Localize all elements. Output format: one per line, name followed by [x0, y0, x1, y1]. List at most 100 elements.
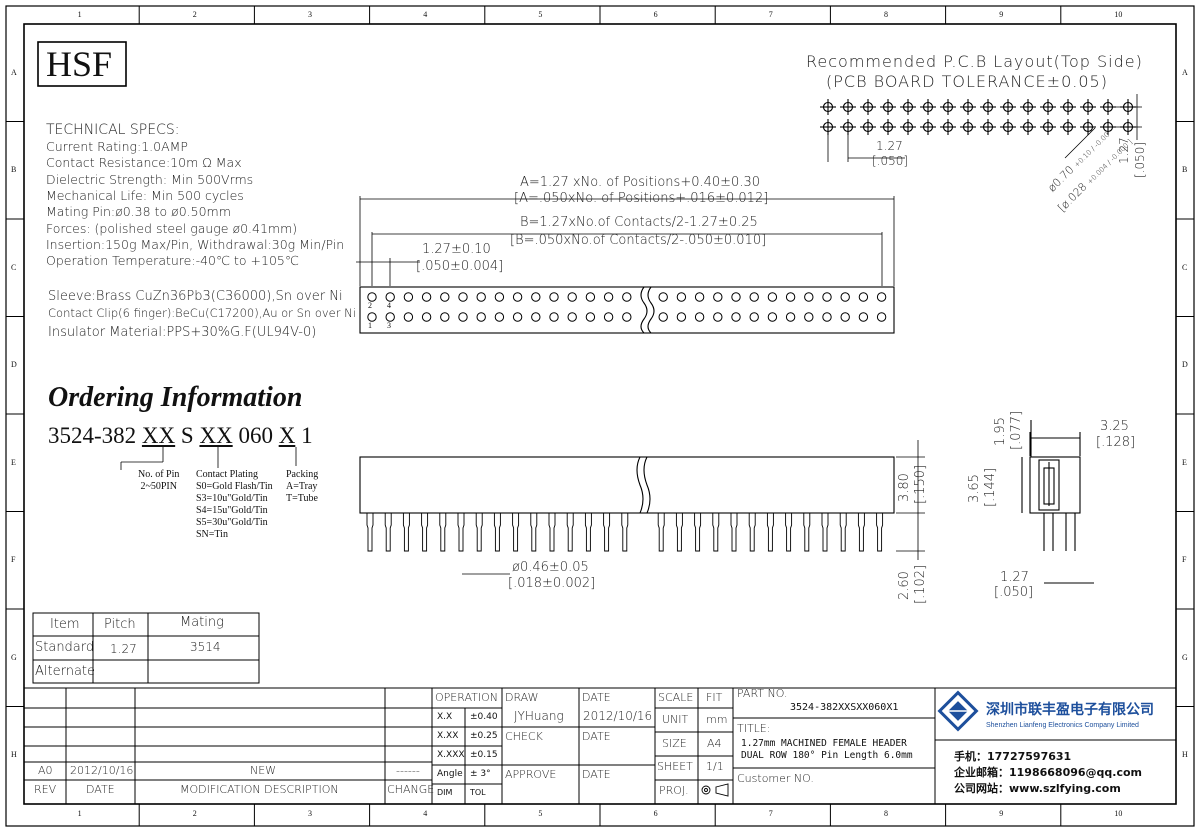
border-row-label: A: [11, 67, 17, 77]
border-col-label: 9: [999, 10, 1004, 19]
rev-a0: A0: [38, 764, 53, 777]
top-view-holes: [367, 292, 887, 322]
top-view-hole: [713, 312, 723, 322]
border-col-label: 8: [884, 10, 888, 19]
top-view-hole: [876, 312, 887, 322]
mating-row-standard-mating: 3514: [190, 640, 221, 654]
border-row-label: C: [1182, 262, 1188, 272]
border-col-label: 10: [1114, 10, 1123, 19]
top-view-hole: [458, 312, 468, 322]
dim-pitch: 1.27±0.10: [422, 242, 491, 257]
border-col-label: 2: [192, 10, 197, 19]
side-view-pin: [475, 513, 483, 552]
pcb-pitch-in: [.050]: [872, 154, 909, 168]
border-col-label: 7: [768, 10, 773, 19]
unit-label: UNIT: [662, 713, 689, 726]
mating-header-pitch: Pitch: [104, 617, 136, 632]
pcb-row-pitch-in: [.050]: [1133, 141, 1147, 178]
top-view-hole: [858, 292, 869, 302]
company-email: 企业邮箱：1198668096@qq.com: [954, 766, 1143, 779]
pcb-subtitle: (PCB BOARD TOLERANCE±0.05): [826, 72, 1108, 91]
rev-header-desc: MODIFICATION DESCRIPTION: [180, 783, 339, 796]
side-view-pin: [657, 513, 665, 552]
pin-num-4: 4: [387, 301, 391, 310]
dim-325: 3.25: [1100, 419, 1129, 434]
title-line-2: DUAL ROW 180° Pin Length 6.0mm: [741, 750, 913, 761]
part-no-value: 3524-382XXSXX060X1: [790, 702, 899, 713]
top-view-hole: [749, 292, 759, 302]
side-view-pin: [457, 513, 465, 552]
top-view-hole: [622, 292, 632, 302]
mating-header-item: Item: [50, 617, 80, 632]
customer-no-label: Customer NO.: [737, 772, 814, 785]
top-view-hole: [713, 292, 723, 302]
border-col-label: 5: [538, 10, 543, 19]
top-view-hole: [767, 312, 778, 322]
top-view-hole: [694, 312, 705, 322]
border-row-label: G: [11, 652, 17, 662]
top-view-hole: [549, 292, 559, 302]
border-row-label: H: [1182, 750, 1188, 760]
side-view-pin: [384, 513, 392, 552]
tol-value: ±0.25: [470, 731, 498, 741]
unit-value: mm: [706, 713, 728, 726]
side-view-pin: [839, 513, 847, 552]
top-view-hole: [385, 312, 395, 322]
side-view-pin: [421, 513, 429, 552]
dim-380-in: [.150]: [913, 464, 928, 504]
side-view-pin: [548, 513, 556, 552]
side-view-pin: [694, 513, 702, 552]
side-view-pin: [530, 513, 538, 552]
side-view-pin: [785, 513, 793, 552]
material-line: Sleeve:Brass CuZn36Pb3(C36000),Sn over N…: [48, 289, 343, 304]
zone-ticks: [6, 6, 1194, 826]
dim-260-in: [.102]: [913, 564, 928, 604]
top-view-hole: [494, 312, 505, 322]
title-block-grid: [24, 687, 1176, 804]
part-pin-code: XX: [141, 423, 176, 448]
pcb-dims: [827, 94, 1142, 162]
company-logo-icon: [937, 690, 979, 732]
draw-date: 2012/10/16: [583, 709, 653, 723]
projection-symbol: [701, 783, 729, 797]
top-view-hole: [840, 312, 850, 322]
part-tail: 1: [295, 423, 313, 448]
top-view-hole: [549, 312, 559, 322]
border-row-label: D: [1182, 360, 1188, 370]
side-view-pin: [584, 513, 592, 552]
top-view-hole: [749, 312, 759, 322]
dim-pin-dia: ø0.46±0.05: [512, 560, 589, 575]
border-row-label: D: [11, 360, 17, 370]
border-row-label: E: [11, 457, 16, 467]
top-view-hole: [822, 292, 832, 302]
top-view-hole: [876, 292, 887, 302]
spec-line: Current Rating:1.0AMP: [46, 139, 188, 154]
border-col-label: 2: [192, 809, 197, 818]
proj-label: PROJ.: [659, 784, 689, 797]
dim-pin-dia-in: [.018±0.002]: [508, 576, 596, 591]
side-view-pin: [493, 513, 501, 552]
border-row-label: G: [1182, 652, 1188, 662]
tol-dim: DIM: [437, 788, 453, 797]
border-col-label: 1: [77, 10, 82, 19]
top-view-hole: [658, 312, 668, 322]
border-col-label: 4: [423, 809, 428, 818]
company-name-en: Shenzhen Lianfeng Electronics Company Li…: [986, 722, 1139, 729]
company-web: 公司网站：www.szlfying.com: [954, 782, 1121, 795]
draw-label: DRAW: [505, 691, 539, 704]
side-view-pin: [821, 513, 829, 552]
top-view-hole: [858, 312, 869, 322]
side-view-pin: [748, 513, 756, 552]
top-view-hole: [531, 312, 541, 322]
border-row-label: F: [1182, 555, 1187, 565]
pcb-pitch: 1.27: [876, 139, 903, 153]
part-plating-code: XX: [199, 423, 233, 448]
sheet-value: 1/1: [706, 760, 724, 773]
spec-line: Mechanical Life: Min 500 cycles: [46, 187, 244, 203]
top-view-hole: [440, 312, 450, 322]
border-col-label: 3: [308, 10, 312, 19]
pcb-hole-grid: [820, 99, 1136, 135]
part-base: 3524-382: [48, 423, 142, 448]
side-view-pin: [876, 513, 884, 552]
